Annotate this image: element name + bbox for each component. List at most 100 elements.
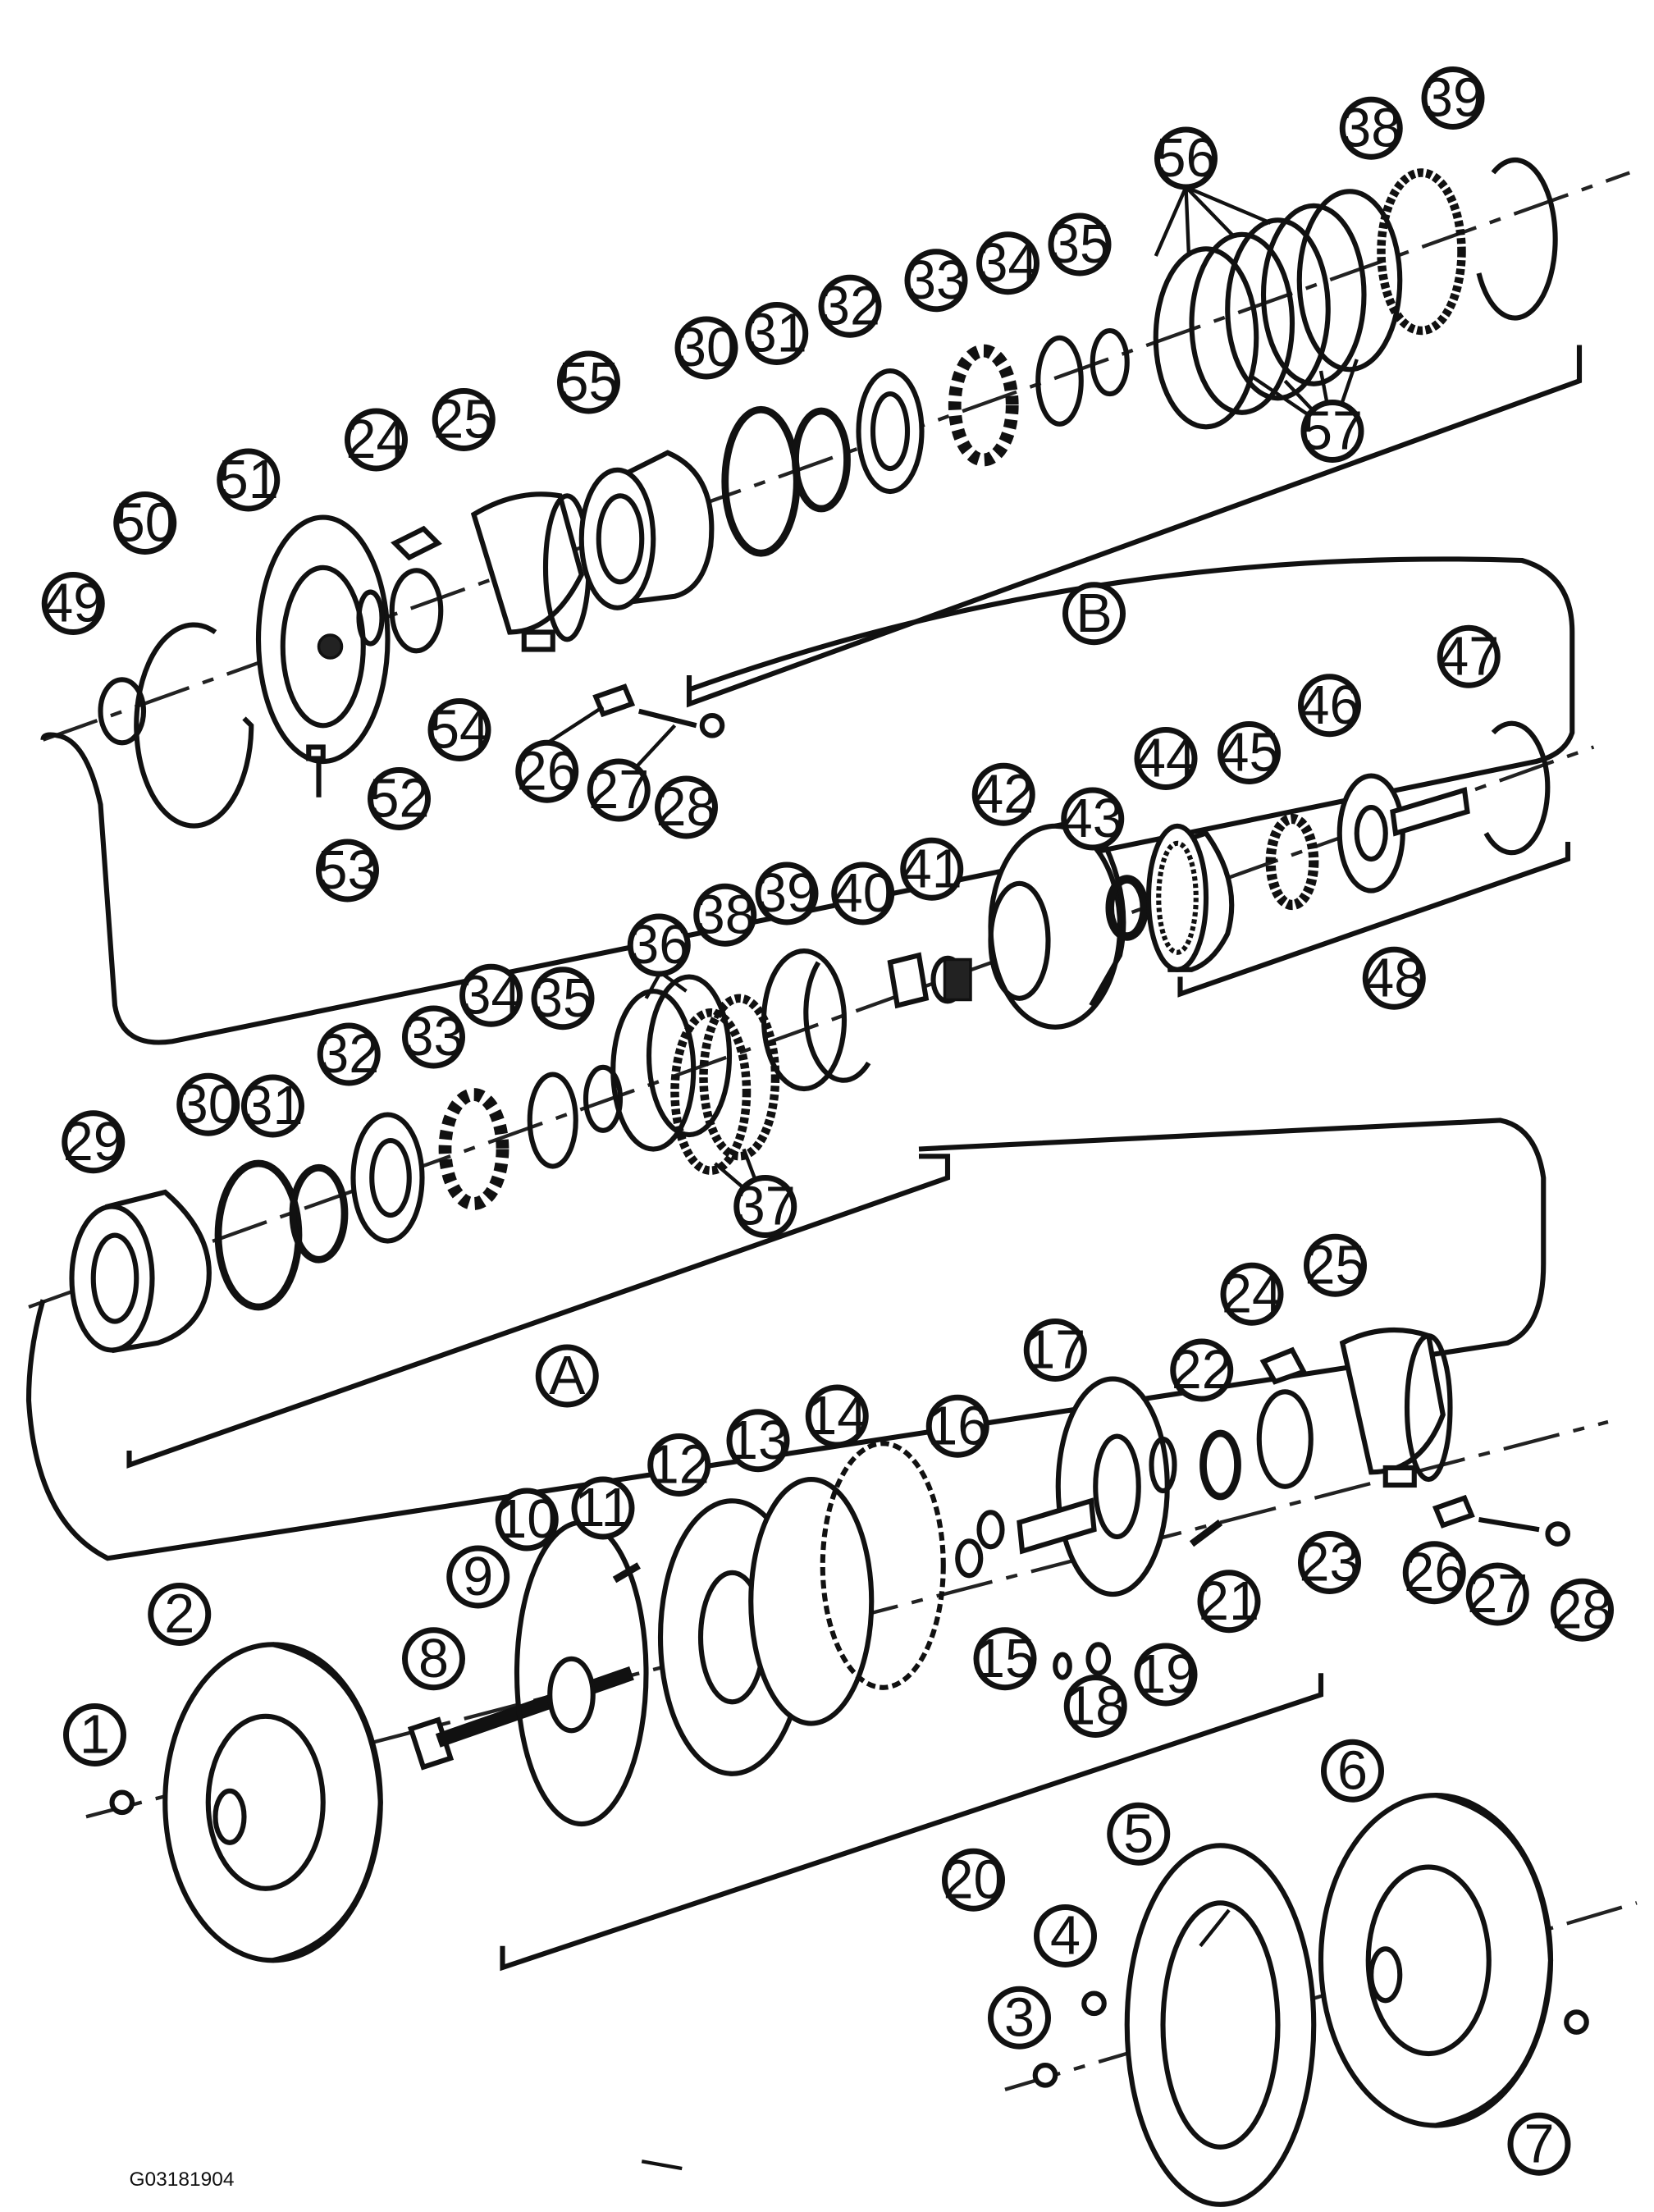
svg-text:24: 24 <box>1222 1264 1282 1324</box>
callout-48: 48 <box>1362 946 1426 1010</box>
part-39-snap-ring <box>1476 157 1558 321</box>
svg-text:28: 28 <box>656 777 717 838</box>
callout-16: 16 <box>925 1394 989 1458</box>
svg-text:31: 31 <box>243 1076 304 1136</box>
part-31-seal <box>792 407 851 513</box>
part-16-ring <box>976 1510 1005 1550</box>
upper-assembly <box>98 157 1558 829</box>
svg-text:3: 3 <box>1004 1987 1035 2048</box>
callout-15: 15 <box>973 1627 1037 1691</box>
part-42-planetary <box>988 816 1126 1030</box>
part-35-snap-ring-lower <box>583 1064 624 1133</box>
svg-text:17: 17 <box>1025 1320 1085 1381</box>
part-31-seal-lower <box>289 1163 349 1264</box>
callout-56: 56 <box>1154 126 1218 190</box>
callout-23: 23 <box>1298 1531 1361 1594</box>
part-44-ring-gear <box>1145 823 1235 972</box>
part-21-bolt <box>1189 1520 1223 1547</box>
part-49-snap-ring <box>98 677 147 746</box>
callout-52: 52 <box>368 767 431 831</box>
callout-27-lower: 27 <box>1465 1562 1529 1626</box>
svg-text:44: 44 <box>1135 729 1196 789</box>
svg-text:51: 51 <box>218 450 279 510</box>
callout-33-lower: 33 <box>402 1005 465 1069</box>
svg-text:30: 30 <box>178 1074 239 1135</box>
svg-text:34: 34 <box>978 233 1039 294</box>
callout-7: 7 <box>1507 2112 1571 2176</box>
part-24-strut-lower <box>1259 1346 1308 1385</box>
part-54-ring <box>389 568 444 654</box>
svg-text:7: 7 <box>1524 2114 1555 2174</box>
callout-25-upper: 25 <box>432 388 496 452</box>
callout-40: 40 <box>831 861 895 925</box>
callout-29: 29 <box>62 1110 126 1174</box>
svg-text:49: 49 <box>43 574 103 634</box>
callout-44: 44 <box>1134 727 1198 791</box>
callout-49: 49 <box>41 572 105 636</box>
svg-text:19: 19 <box>1135 1644 1196 1705</box>
svg-text:45: 45 <box>1219 723 1280 784</box>
callout-26-upper: 26 <box>515 739 579 803</box>
svg-text:46: 46 <box>1300 675 1360 736</box>
part-25-band <box>470 491 592 652</box>
group-label-a: A <box>535 1344 599 1408</box>
svg-text:25: 25 <box>433 390 494 450</box>
callout-53: 53 <box>316 839 379 903</box>
callout-38-upper: 38 <box>1339 96 1403 160</box>
callout-10: 10 <box>495 1488 559 1552</box>
callout-34-upper: 34 <box>976 231 1039 295</box>
svg-text:27: 27 <box>1467 1564 1528 1625</box>
callout-12: 12 <box>647 1433 711 1497</box>
callout-32-upper: 32 <box>818 274 882 338</box>
part-39-snap-ring-lower <box>803 961 871 1083</box>
part-51-cover <box>255 514 391 765</box>
part-45-bearing <box>1265 813 1319 911</box>
callout-5: 5 <box>1107 1802 1171 1866</box>
part-55-drum <box>578 450 715 610</box>
svg-text:4: 4 <box>1050 1906 1081 1967</box>
callout-45: 45 <box>1218 721 1281 785</box>
callout-3: 3 <box>988 1986 1051 2050</box>
callout-28-lower: 28 <box>1551 1578 1614 1642</box>
part-38-plate-lower <box>761 948 848 1092</box>
callout-19: 19 <box>1134 1643 1198 1707</box>
callout-11: 11 <box>571 1476 635 1540</box>
part-56-57-clutch-plates <box>1153 189 1403 430</box>
svg-text:25: 25 <box>1305 1235 1366 1296</box>
callout-9: 9 <box>446 1545 510 1609</box>
callout-1: 1 <box>63 1703 126 1766</box>
callouts: 1 2 3 4 5 6 7 8 9 10 11 12 13 14 15 16 1… <box>41 66 1614 2176</box>
part-27 <box>638 708 697 729</box>
callout-32-lower: 32 <box>317 1022 381 1086</box>
part-24-strut <box>391 525 442 561</box>
callout-22: 22 <box>1170 1338 1234 1402</box>
callout-25-lower: 25 <box>1304 1233 1367 1297</box>
svg-text:B: B <box>1076 583 1112 644</box>
svg-text:20: 20 <box>944 1849 1004 1910</box>
callout-24-lower: 24 <box>1220 1262 1284 1326</box>
svg-text:55: 55 <box>559 352 619 413</box>
callout-42: 42 <box>971 762 1035 826</box>
svg-text:26: 26 <box>517 741 578 802</box>
callout-30-lower: 30 <box>176 1072 240 1136</box>
callout-37: 37 <box>733 1175 797 1238</box>
svg-text:18: 18 <box>1065 1676 1126 1737</box>
part-1-nut <box>109 1789 135 1816</box>
callout-6: 6 <box>1321 1739 1384 1803</box>
svg-text:57: 57 <box>1302 401 1363 462</box>
svg-text:9: 9 <box>463 1547 493 1607</box>
svg-text:52: 52 <box>369 768 430 829</box>
svg-text:12: 12 <box>649 1435 710 1496</box>
svg-text:13: 13 <box>728 1410 788 1471</box>
svg-text:32: 32 <box>820 276 880 336</box>
part-32-piston-lower <box>350 1112 425 1244</box>
svg-text:48: 48 <box>1364 948 1424 1008</box>
part-40-washer <box>887 952 930 1009</box>
svg-text:6: 6 <box>1337 1740 1368 1801</box>
svg-text:32: 32 <box>318 1024 379 1085</box>
part-27-lower <box>1478 1516 1540 1533</box>
svg-text:39: 39 <box>756 863 817 924</box>
svg-text:38: 38 <box>695 884 756 945</box>
svg-text:10: 10 <box>496 1489 557 1550</box>
part-33-spring <box>948 344 1019 467</box>
